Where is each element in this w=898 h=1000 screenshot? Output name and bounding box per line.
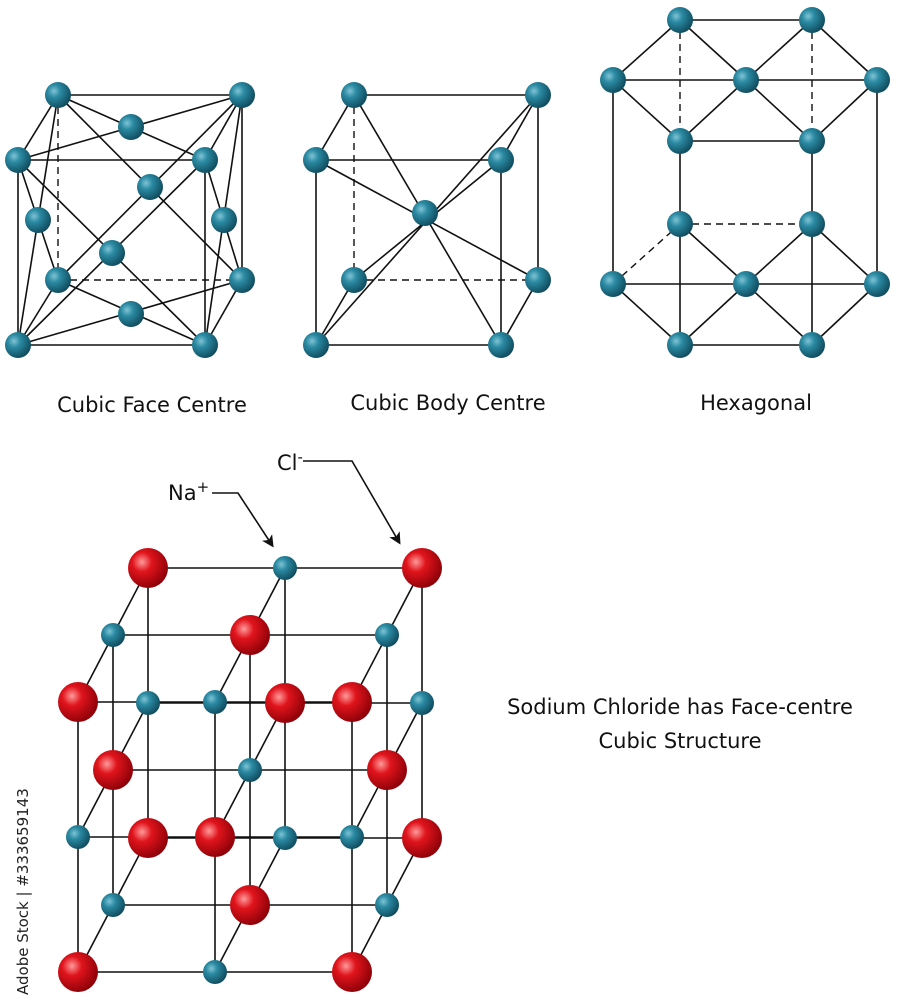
cl-ion-atom xyxy=(195,817,235,857)
bcc-corner-atom xyxy=(341,267,367,293)
fcc-corner-atom xyxy=(45,82,71,108)
fcc-face-atom xyxy=(118,301,144,327)
hex-atom xyxy=(799,7,825,33)
cl-ion-atom xyxy=(402,818,442,858)
cl-label-text: Cl xyxy=(277,451,298,475)
hex-atom xyxy=(799,332,825,358)
fcc-corner-atom xyxy=(192,147,218,173)
hex-caption: Hexagonal xyxy=(700,391,812,415)
fcc-face-atom xyxy=(99,240,125,266)
nacl-caption-line2: Cubic Structure xyxy=(598,729,761,753)
na-ion-atom xyxy=(101,623,125,647)
fcc-cubic-face-centre-diagram: Cubic Face Centre xyxy=(5,82,255,417)
bcc-corner-atom xyxy=(341,82,367,108)
fcc-corner-atom xyxy=(229,82,255,108)
cl-ion-atom xyxy=(402,548,442,588)
hex-atom xyxy=(864,67,890,93)
cl-pointer-arrow xyxy=(303,460,401,545)
fcc-face-atom xyxy=(25,207,51,233)
na-charge: + xyxy=(197,478,210,496)
fcc-face-atom xyxy=(118,114,144,140)
bcc-atoms xyxy=(303,82,551,358)
na-ion-atom xyxy=(340,825,364,849)
bcc-corner-atom xyxy=(488,147,514,173)
nacl-caption-line1: Sodium Chloride has Face-centre xyxy=(507,695,853,719)
hexagonal-diagram: Hexagonal xyxy=(600,7,890,415)
cl-ion-atom xyxy=(128,818,168,858)
na-label: Na+ xyxy=(168,478,274,548)
cl-ion-atom xyxy=(230,885,270,925)
hex-atom xyxy=(799,211,825,237)
nacl-structure-diagram: Na+ Cl- Sodium Chloride has Face-centre … xyxy=(58,448,853,992)
stock-watermark: Adobe Stock | #333659143 xyxy=(14,788,32,995)
fcc-corner-atom xyxy=(5,147,31,173)
na-ion-atom xyxy=(101,893,125,917)
fcc-corner-atom xyxy=(45,267,71,293)
cl-ion-atom xyxy=(230,615,270,655)
cl-charge: - xyxy=(298,448,303,466)
hex-atom xyxy=(667,7,693,33)
hex-atom xyxy=(667,128,693,154)
hex-atom xyxy=(864,271,890,297)
bcc-cubic-body-centre-diagram: Cubic Body Centre xyxy=(303,82,551,415)
na-ion-atom xyxy=(273,556,297,580)
bcc-corner-atom xyxy=(303,332,329,358)
fcc-face-atom xyxy=(137,174,163,200)
na-ion-atom xyxy=(66,825,90,849)
hex-atom xyxy=(733,67,759,93)
cl-ion-atom xyxy=(93,750,133,790)
bcc-corner-atom xyxy=(525,82,551,108)
fcc-atoms xyxy=(5,82,255,358)
fcc-corner-atom xyxy=(229,267,255,293)
bcc-body-centre-atom xyxy=(412,200,438,226)
cl-ion-atom xyxy=(332,952,372,992)
cl-ion-atom xyxy=(58,952,98,992)
hex-atom xyxy=(667,211,693,237)
hex-atom xyxy=(667,332,693,358)
hex-atom xyxy=(799,128,825,154)
fcc-caption: Cubic Face Centre xyxy=(57,393,247,417)
hex-atom xyxy=(733,271,759,297)
nacl-atoms xyxy=(58,548,442,992)
fcc-face-atom xyxy=(211,207,237,233)
bcc-corner-atom xyxy=(525,267,551,293)
na-ion-atom xyxy=(203,690,227,714)
hex-atom xyxy=(600,271,626,297)
cl-ion-atom xyxy=(128,548,168,588)
na-ion-atom xyxy=(375,893,399,917)
na-ion-atom xyxy=(410,691,434,715)
svg-text:Na+: Na+ xyxy=(168,478,209,505)
bcc-corner-atom xyxy=(303,147,329,173)
na-pointer-arrow xyxy=(212,492,274,548)
cl-ion-atom xyxy=(58,682,98,722)
na-ion-atom xyxy=(375,623,399,647)
cl-label: Cl- xyxy=(277,448,401,545)
cl-ion-atom xyxy=(332,682,372,722)
hex-atom xyxy=(600,67,626,93)
bcc-corner-atom xyxy=(488,332,514,358)
na-ion-atom xyxy=(273,826,297,850)
hex-atoms xyxy=(600,7,890,358)
na-label-text: Na xyxy=(168,481,197,505)
bcc-caption: Cubic Body Centre xyxy=(350,391,545,415)
na-ion-atom xyxy=(203,960,227,984)
cl-ion-atom xyxy=(367,750,407,790)
svg-text:Cl-: Cl- xyxy=(277,448,303,475)
hex-lines xyxy=(612,19,878,346)
na-ion-atom xyxy=(238,758,262,782)
na-ion-atom xyxy=(136,691,160,715)
cl-ion-atom xyxy=(265,683,305,723)
fcc-corner-atom xyxy=(192,332,218,358)
fcc-corner-atom xyxy=(5,332,31,358)
